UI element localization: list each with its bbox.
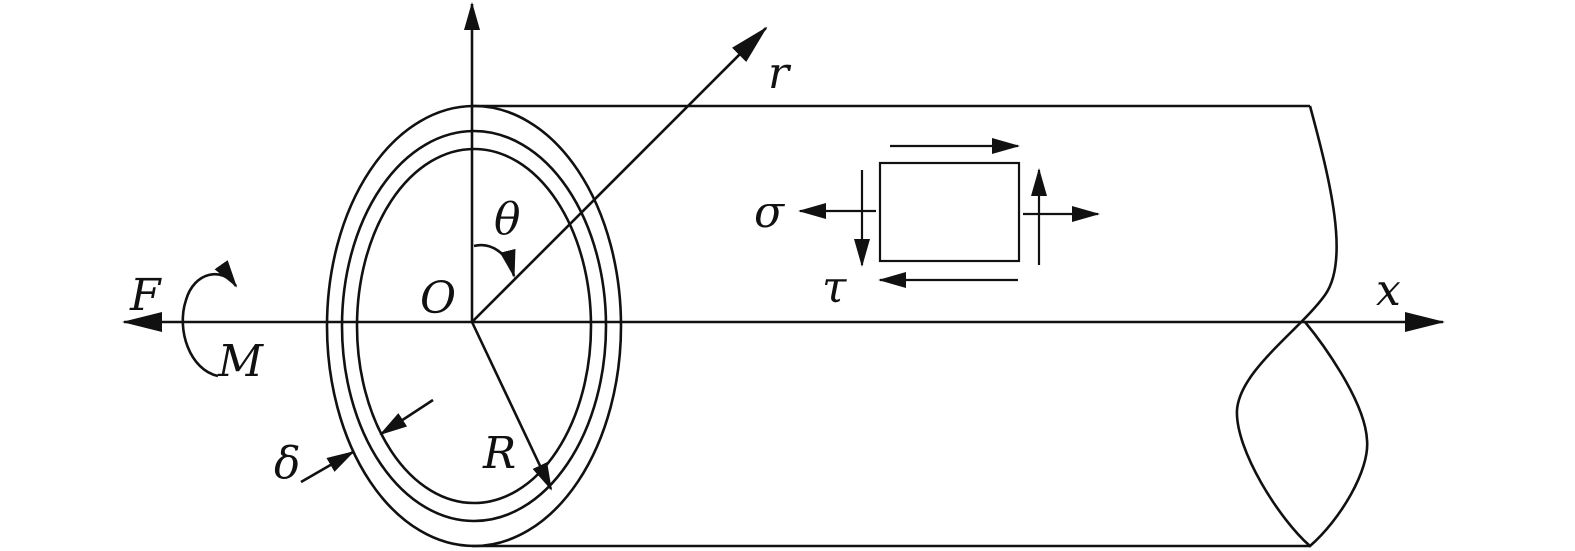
moment-label: M bbox=[217, 336, 264, 387]
cylinder-break-line bbox=[1235, 105, 1369, 548]
stress-element-box bbox=[878, 161, 1021, 263]
theta-label: θ bbox=[494, 194, 521, 245]
pipe-cross-section bbox=[325, 104, 623, 548]
middle-ring bbox=[340, 129, 608, 523]
stress-element bbox=[798, 138, 1100, 288]
theta-arc bbox=[473, 243, 516, 278]
origin-label: O bbox=[420, 273, 456, 324]
thickness-arrow-outer bbox=[300, 450, 355, 484]
moment-arc bbox=[181, 260, 238, 378]
radius-arrow bbox=[470, 321, 553, 491]
sigma-label: σ bbox=[754, 187, 786, 238]
outer-ring bbox=[325, 104, 623, 548]
r-axis bbox=[471, 26, 768, 323]
x-axis-label: x bbox=[1376, 265, 1401, 316]
cylinder-body bbox=[472, 104, 1369, 548]
radius-label: R bbox=[482, 428, 516, 479]
inner-ring bbox=[355, 147, 593, 505]
force-label: F bbox=[129, 270, 162, 321]
thickness-label: δ bbox=[274, 438, 301, 489]
thickness-arrow-inner bbox=[379, 398, 434, 436]
r-axis-label: r bbox=[768, 48, 792, 99]
tau-label: τ bbox=[822, 262, 847, 313]
